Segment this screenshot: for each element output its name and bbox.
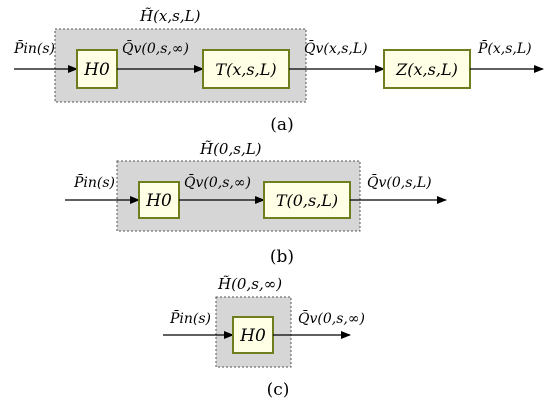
h0-label-c: H0: [239, 326, 266, 346]
z-block-a: [383, 49, 471, 89]
h0-block-a: [76, 49, 118, 89]
diagram-c: H̃(0,s,∞) P̄in(s) H0 Q̄v(0,s,∞) (c): [163, 275, 365, 400]
caption-a: (a): [270, 115, 293, 135]
output-label-a: P̄(x,s,L): [477, 39, 532, 57]
caption-b: (b): [270, 247, 294, 267]
caption-c: (c): [267, 380, 290, 400]
q-label-a: Q̄v(x,s,L): [304, 39, 368, 57]
h0-block-c: [232, 316, 274, 354]
output-label-b: Q̄v(0,s,L): [367, 173, 432, 191]
h0-label-a: H0: [83, 60, 110, 80]
group-label-c: H̃(0,s,∞): [217, 275, 282, 293]
diagram-a: H̃(x,s,L) P̄in(s) H0 Q̄v(0,s,∞) T(x,s,L)…: [13, 7, 544, 135]
t-block-b: [263, 181, 351, 219]
input-label-a: P̄in(s): [13, 39, 55, 57]
group-label-a: H̃(x,s,L): [139, 7, 201, 25]
input-label-c: P̄in(s): [169, 309, 211, 327]
z-label-a: Z(x,s,L): [395, 60, 458, 79]
output-label-c: Q̄v(0,s,∞): [298, 309, 365, 327]
mid-label-b: Q̄v(0,s,∞): [184, 173, 251, 191]
t-label-b: T(0,s,L): [276, 191, 338, 210]
group-label-b: H̃(0,s,L): [199, 140, 262, 158]
input-label-b: P̄in(s): [73, 173, 115, 191]
diagram-b: H̃(0,s,L) P̄in(s) H0 Q̄v(0,s,∞) T(0,s,L)…: [65, 140, 447, 267]
mid-label-a: Q̄v(0,s,∞): [122, 39, 189, 57]
h0-label-b: H0: [145, 191, 172, 211]
t-label-a: T(x,s,L): [215, 60, 276, 79]
